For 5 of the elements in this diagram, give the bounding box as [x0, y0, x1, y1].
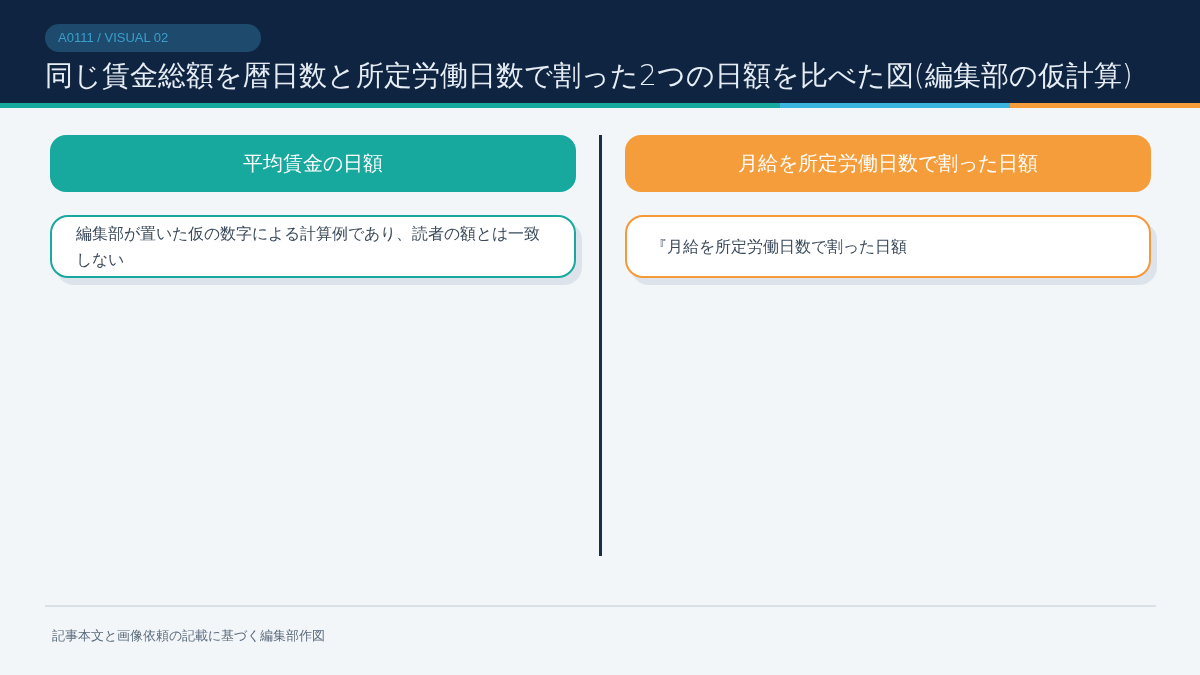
column-heading-box: 月給を所定労働日数で割った日額	[625, 135, 1151, 192]
tag-pill: A0111 / VISUAL 02	[45, 24, 261, 52]
column-heading-box: 平均賃金の日額	[50, 135, 576, 192]
page-title: 同じ賃金総額を暦日数と所定労働日数で割った2つの日額を比べた図(編集部の仮計算)	[45, 58, 1133, 94]
footer-note: 記事本文と画像依頼の記載に基づく編集部作図	[52, 627, 325, 645]
